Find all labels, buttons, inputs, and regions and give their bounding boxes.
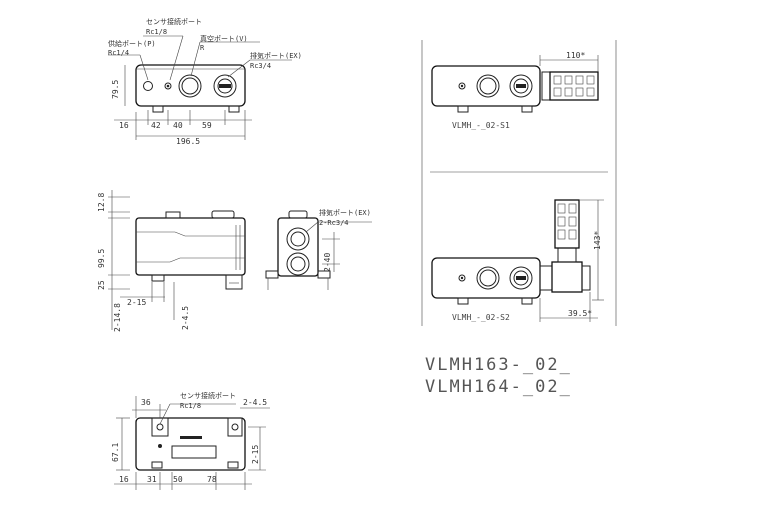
top-dim-height: 79.5: [111, 80, 120, 99]
s2-dim-39-5: 39.5*: [568, 309, 592, 318]
bottom-dim-67-1: 67.1: [111, 443, 120, 462]
variant-s1: 110* VLMH_-_02-S1: [431, 51, 599, 130]
side-view: 排気ポート(EX) 2-Rc3/4 2-40: [265, 208, 372, 290]
s1-label: VLMH_-_02-S1: [452, 121, 510, 130]
variant-panel: 110* VLMH_-_02-S1: [421, 40, 617, 326]
front-dim-99-5: 99.5: [97, 249, 106, 268]
vacuum-port-label: 真空ポート(V): [200, 34, 248, 43]
front-dim-2-4-5: 2-4.5: [181, 306, 190, 330]
s2-dim-143: 143*: [593, 231, 602, 250]
supply-port-size: Rc1/4: [108, 49, 129, 57]
exhaust-port-label: 排気ポート(EX): [250, 51, 302, 60]
s1-dim-110: 110*: [566, 51, 585, 60]
s2-label: VLMH_-_02-S2: [452, 313, 510, 322]
side-dim-2-40: 2-40: [323, 253, 332, 272]
bottom-sensor-port-label: センサ接続ポート: [180, 391, 236, 400]
top-view: センサ接続ポート Rc1/8 供給ポート(P) Rc1/4 真空ポート(V) R…: [108, 17, 302, 146]
model-name-2: VLMH164-_02_: [425, 377, 572, 397]
front-dim-25: 25: [97, 280, 106, 290]
bottom-dim-2-4-5: 2-4.5: [243, 398, 267, 407]
bottom-dim-78: 78: [207, 475, 217, 484]
bottom-dim-31: 31: [147, 475, 157, 484]
top-dim-59: 59: [202, 121, 212, 130]
bottom-dim-50: 50: [173, 475, 183, 484]
model-names: VLMH163-_02_ VLMH164-_02_: [425, 355, 572, 397]
side-exhaust-label: 排気ポート(EX): [319, 208, 371, 217]
variant-s2: 143* 39.5* VLMH_-_02-S2: [431, 199, 604, 322]
top-dim-42: 42: [151, 121, 161, 130]
bottom-view: センサ接続ポート Rc1/8 36 2-4.5 67.1 2-15 16 31 …: [111, 391, 270, 490]
bottom-sensor-port-size: Rc1/8: [180, 402, 201, 410]
side-exhaust-size: 2-Rc3/4: [319, 219, 349, 227]
sensor-port-size: Rc1/8: [146, 28, 167, 36]
model-name-1: VLMH163-_02_: [425, 355, 572, 375]
bottom-dim-36: 36: [141, 398, 151, 407]
front-dim-2-14-8: 2-14.8: [113, 303, 122, 332]
sensor-port-label: センサ接続ポート: [146, 17, 202, 26]
front-dim-2-15: 2-15: [127, 298, 146, 307]
front-view: 12.8 99.5 25 2-14.8 2-15 2-4.5: [97, 190, 246, 332]
bottom-dim-2-15: 2-15: [251, 445, 260, 464]
supply-port-label: 供給ポート(P): [108, 39, 156, 48]
top-dim-40: 40: [173, 121, 183, 130]
bottom-dim-16: 16: [119, 475, 129, 484]
exhaust-port-size: Rc3/4: [250, 62, 271, 70]
front-dim-12-8: 12.8: [97, 193, 106, 212]
top-dim-overall: 196.5: [176, 137, 200, 146]
top-dim-16: 16: [119, 121, 129, 130]
vacuum-port-size: R: [200, 44, 205, 52]
